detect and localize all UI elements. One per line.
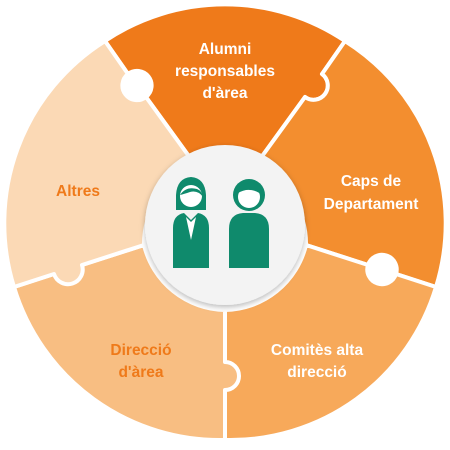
two-people-icon	[173, 177, 269, 268]
label-altres: Altres	[56, 183, 100, 200]
segment-caps	[253, 39, 448, 289]
segment-altres	[2, 39, 198, 289]
center-circle	[145, 145, 305, 305]
